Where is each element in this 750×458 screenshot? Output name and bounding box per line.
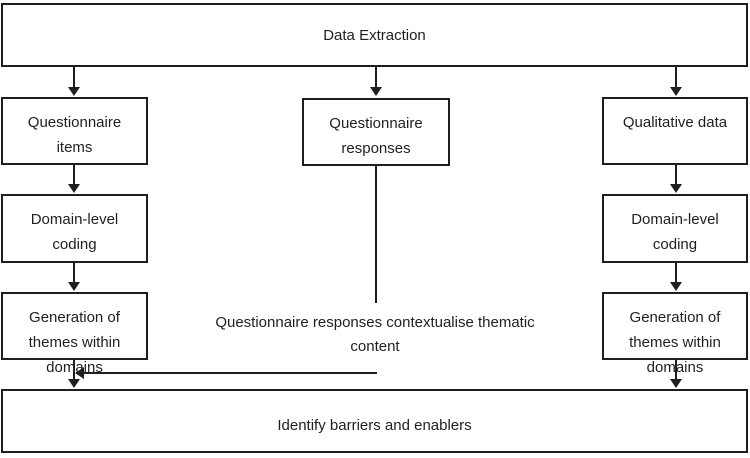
arrow-coding-to-themes-left-line — [73, 263, 75, 283]
arrow-themes-right-to-bottom-head-icon — [670, 379, 682, 388]
node-qualitative-data: Qualitative data — [602, 97, 748, 165]
arrow-annotation-to-left-line — [84, 372, 377, 374]
node-domain-level-coding-left-label: Domain-level coding — [30, 211, 119, 253]
arrow-top-to-qualitative-data-line — [675, 67, 677, 88]
arrow-themes-left-to-bottom-head-icon — [68, 379, 80, 388]
node-generation-themes-right-label: Generation of themes within domains — [629, 309, 721, 376]
arrow-coding-to-themes-left-head-icon — [68, 282, 80, 291]
arrow-data-to-coding-right-head-icon — [670, 184, 682, 193]
node-questionnaire-items-label: Questionnaire items — [27, 114, 122, 156]
arrow-top-to-qualitative-data-head-icon — [670, 87, 682, 96]
node-generation-themes-left-label: Generation of themes within domains — [28, 309, 121, 376]
node-questionnaire-items: Questionnaire items — [1, 97, 148, 165]
node-data-extraction: Data Extraction — [1, 3, 748, 67]
arrow-items-to-coding-left-head-icon — [68, 184, 80, 193]
node-identify-barriers-enablers-label: Identify barriers and enablers — [277, 416, 472, 434]
arrow-top-to-questionnaire-responses-line — [375, 67, 377, 88]
arrow-top-to-questionnaire-items-head-icon — [68, 87, 80, 96]
annotation-questionnaire-context: Questionnaire responses contextualise th… — [215, 314, 535, 355]
node-generation-themes-left: Generation of themes within domains — [1, 292, 148, 376]
node-generation-themes-right: Generation of themes within domains — [602, 292, 748, 376]
arrow-top-to-questionnaire-responses-head-icon — [370, 87, 382, 96]
arrow-top-to-questionnaire-items-line — [73, 67, 75, 88]
arrow-themes-left-to-bottom-line — [73, 360, 75, 380]
node-qualitative-data-label: Qualitative data — [622, 114, 728, 131]
arrow-coding-to-themes-right-line — [675, 263, 677, 283]
node-questionnaire-responses-label: Questionnaire responses — [329, 115, 423, 157]
node-identify-barriers-enablers: Identify barriers and enablers — [1, 389, 748, 453]
node-domain-level-coding-left: Domain-level coding — [1, 194, 148, 263]
node-data-extraction-label: Data Extraction — [323, 26, 426, 44]
connector-responses-to-annotation-line — [375, 166, 377, 303]
node-domain-level-coding-right-label: Domain-level coding — [631, 211, 719, 253]
node-questionnaire-responses: Questionnaire responses — [302, 98, 450, 166]
arrow-items-to-coding-left-line — [73, 165, 75, 185]
arrow-data-to-coding-right-line — [675, 165, 677, 185]
arrow-themes-right-to-bottom-line — [675, 360, 677, 380]
arrow-coding-to-themes-right-head-icon — [670, 282, 682, 291]
node-domain-level-coding-right: Domain-level coding — [602, 194, 748, 263]
arrow-annotation-to-left-head-icon — [75, 367, 84, 379]
